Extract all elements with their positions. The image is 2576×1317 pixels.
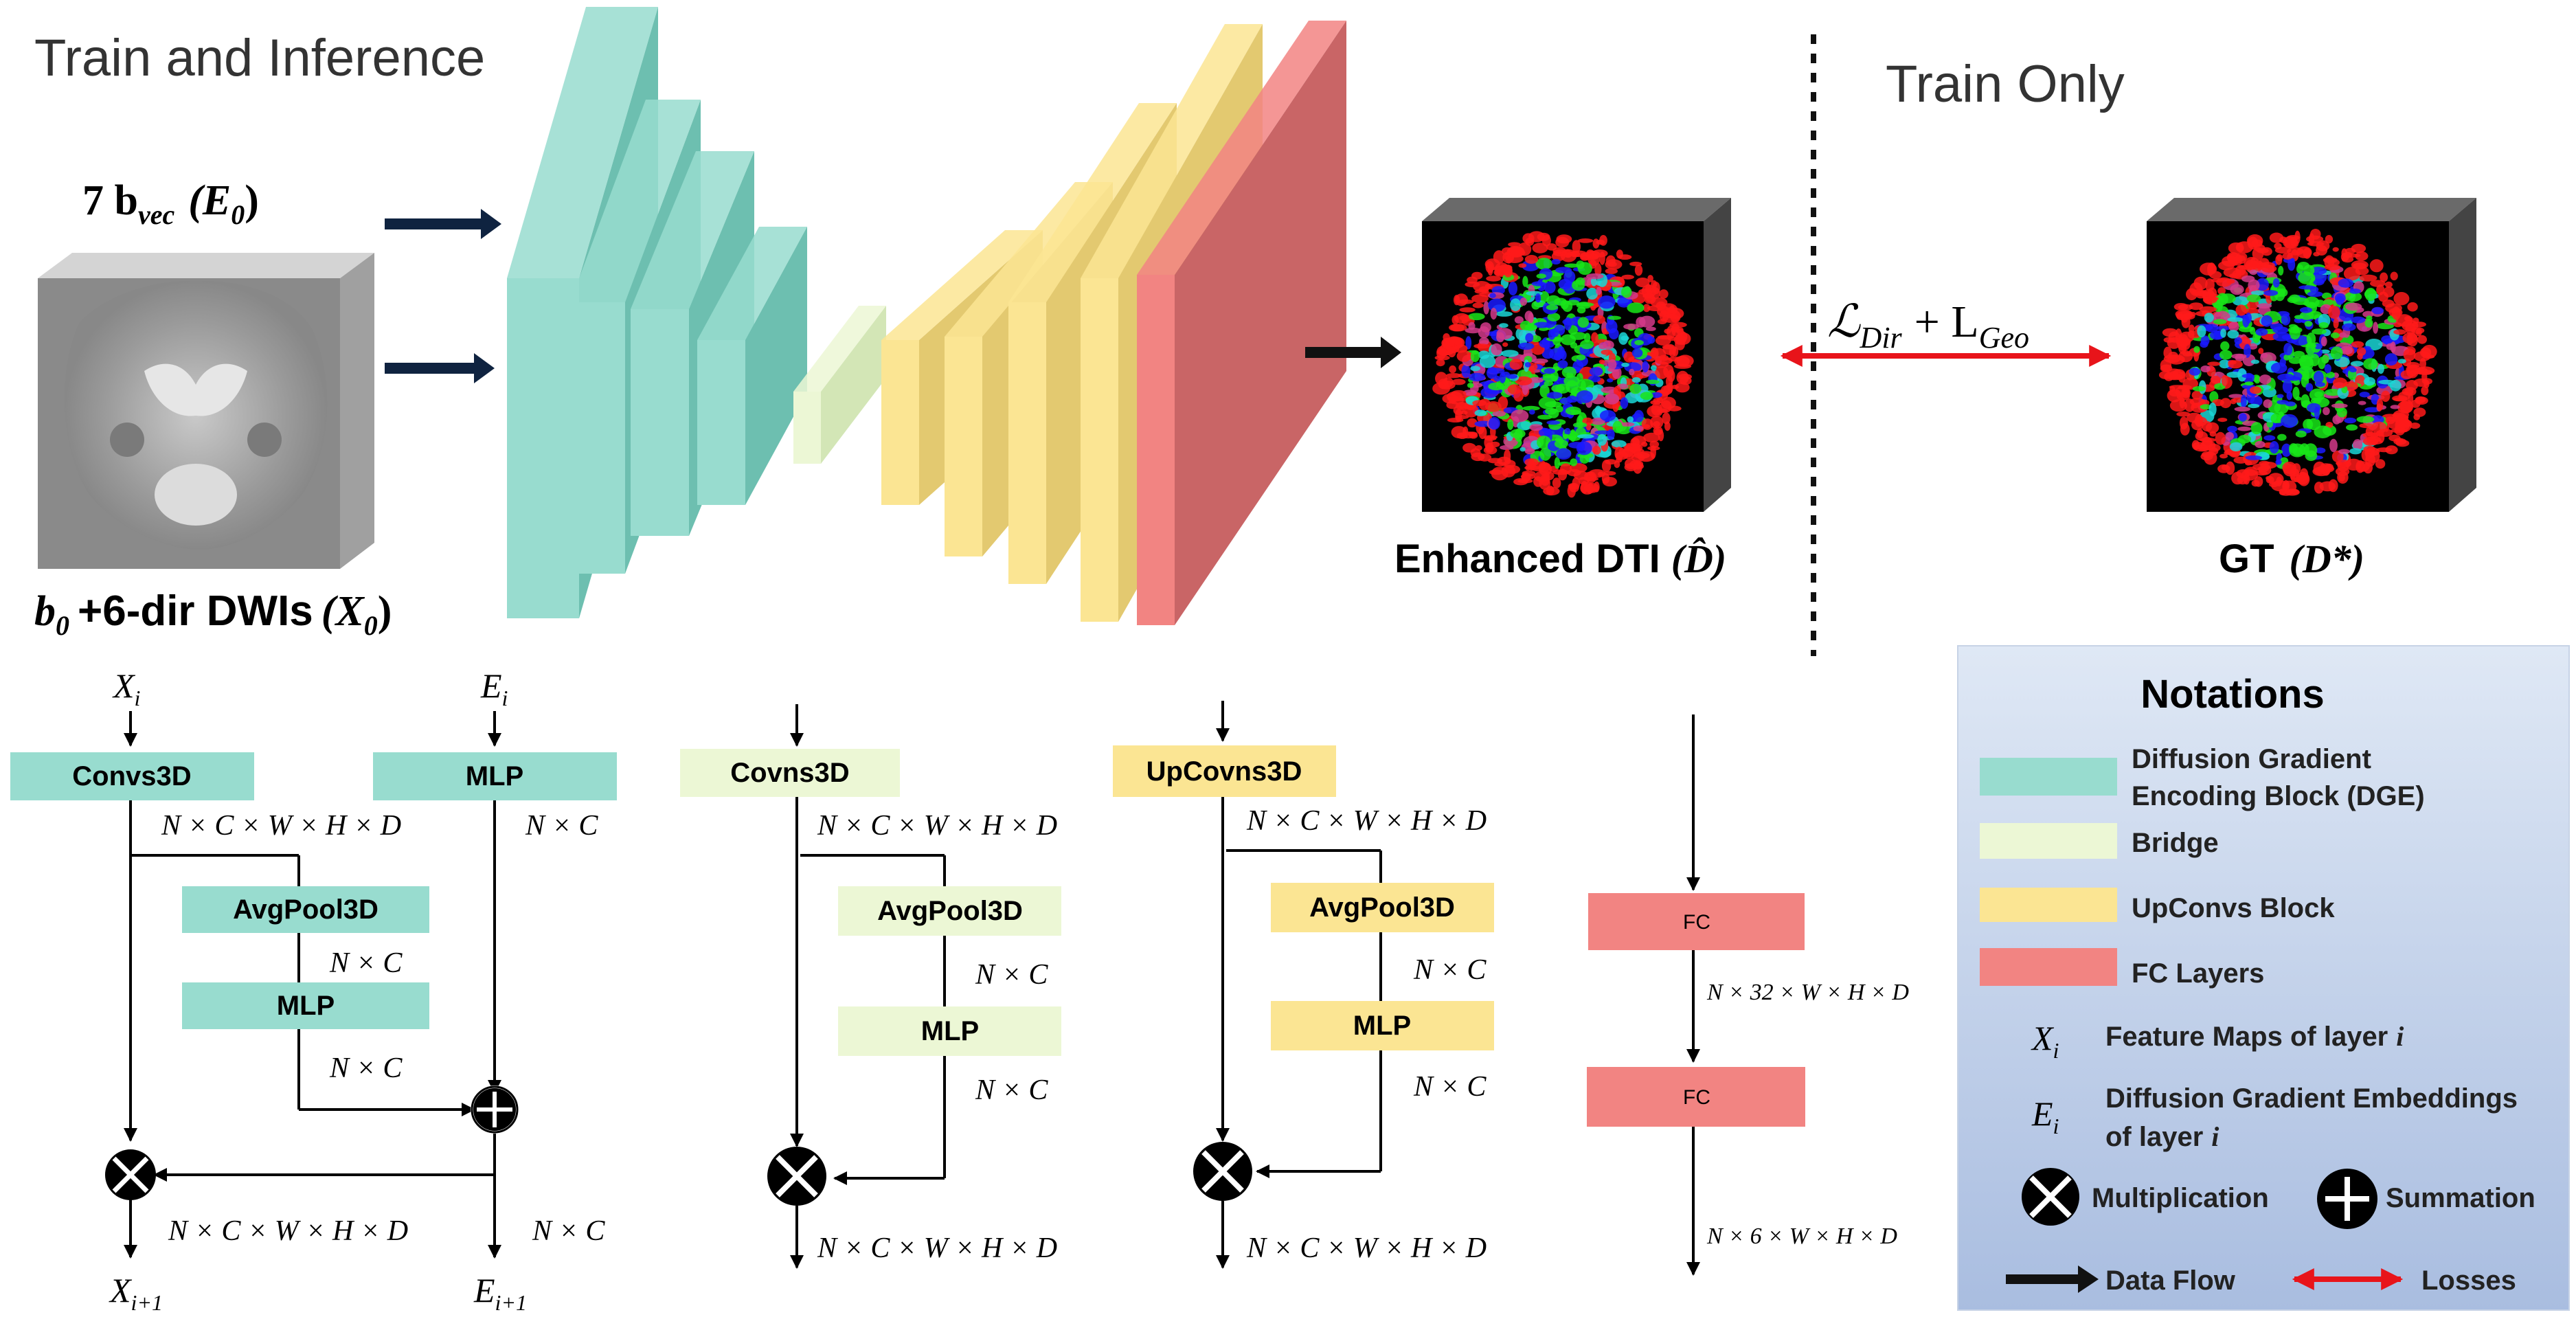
legend-summation: Summation bbox=[2386, 1183, 2535, 1213]
bridge-dim-mlp: N × C bbox=[975, 1074, 1048, 1106]
gt-label: GT(D*) bbox=[2219, 537, 2364, 581]
legend-swatch-fc bbox=[1980, 948, 2117, 986]
dge-avgpool-label: AvgPool3D bbox=[233, 894, 379, 925]
legend-flow-arrow bbox=[2006, 1265, 2099, 1293]
dge-mlp2-label: MLP bbox=[277, 991, 335, 1021]
dge-mlp-box bbox=[373, 752, 617, 800]
enhanced-dti-volume bbox=[1422, 198, 1731, 512]
legend-swatch-upconvs bbox=[1980, 888, 2117, 922]
bridge-avgpool-box bbox=[838, 886, 1061, 936]
dge-multiplication-icon bbox=[105, 1149, 156, 1200]
dge-dim-avgpool: N × C bbox=[329, 947, 403, 979]
bridge-layer bbox=[793, 306, 886, 464]
output-arrow bbox=[1305, 337, 1401, 368]
fc2-label: FC bbox=[1683, 1086, 1710, 1109]
dge-output-x: Xi+1 bbox=[109, 1271, 163, 1315]
legend-fc: FC Layers bbox=[2132, 958, 2264, 989]
dwi-input-label: b0+6-dir DWIs(X0) bbox=[34, 587, 392, 641]
bridge-block-detail bbox=[790, 704, 946, 1269]
upconv-mlp-label: MLP bbox=[1353, 1011, 1411, 1041]
upconv-avgpool-box bbox=[1271, 883, 1494, 932]
dge-mlp2-box bbox=[182, 982, 429, 1029]
bridge-dim-out: N × C × W × H × D bbox=[817, 1232, 1057, 1264]
fc-layer bbox=[1137, 21, 1346, 625]
dge-dim-mlp: N × C bbox=[525, 810, 598, 842]
dge-mlp-label: MLP bbox=[466, 761, 523, 791]
fc2-box bbox=[1587, 1067, 1805, 1127]
bridge-avgpool-label: AvgPool3D bbox=[877, 896, 1023, 926]
notations-panel: Notations Diffusion Gradient Encoding Bl… bbox=[1957, 645, 2570, 1311]
dge-dim-out-e: N × C bbox=[532, 1215, 605, 1247]
dge-dim-out-x: N × C × W × H × D bbox=[168, 1215, 408, 1247]
fc1-box bbox=[1588, 893, 1805, 950]
legend-multiplication-icon bbox=[2022, 1168, 2079, 1226]
bridge-mlp-box bbox=[838, 1006, 1061, 1056]
enhanced-dti-label: Enhanced DTI(D̂) bbox=[1394, 537, 1726, 581]
bridge-mlp-label: MLP bbox=[921, 1016, 979, 1046]
dwi-input-volume bbox=[38, 253, 374, 569]
loss-expression: ℒDir+ LGeo bbox=[1827, 297, 2029, 354]
unet-layer-stack bbox=[507, 7, 1346, 625]
notations-title: Notations bbox=[2140, 672, 2324, 717]
heading-train-only: Train Only bbox=[1886, 55, 2125, 113]
legend-swatch-bridge bbox=[1980, 823, 2117, 859]
legend-summation-icon bbox=[2317, 1169, 2377, 1229]
legend-swatch-dge bbox=[1980, 758, 2117, 796]
dge-layer-4 bbox=[697, 227, 807, 505]
dge-input-e: Ei bbox=[480, 666, 508, 710]
dge-output-e: Ei+1 bbox=[473, 1271, 527, 1315]
legend-bridge: Bridge bbox=[2132, 828, 2219, 858]
legend-xi-symbol: Xi bbox=[2031, 1019, 2059, 1063]
bridge-dim-avgpool: N × C bbox=[975, 959, 1048, 991]
dge-conv-box bbox=[10, 752, 254, 800]
legend-upconvs: UpConvs Block bbox=[2132, 893, 2335, 923]
legend-data-flow: Data Flow bbox=[2105, 1265, 2236, 1296]
upconv-dim-mlp: N × C bbox=[1413, 1071, 1487, 1103]
dge-conv-label: Convs3D bbox=[72, 761, 191, 791]
bridge-dim-conv: N × C × W × H × D bbox=[817, 810, 1057, 842]
dge-input-x: Xi bbox=[112, 666, 140, 710]
heading-train-inference: Train and Inference bbox=[34, 29, 485, 87]
legend-ei-desc1: Diffusion Gradient Embeddings bbox=[2105, 1083, 2518, 1114]
upconv-dim-out: N × C × W × H × D bbox=[1246, 1232, 1487, 1264]
upconv-mlp-box bbox=[1271, 1001, 1494, 1050]
dge-dim-mlp2: N × C bbox=[329, 1053, 403, 1084]
dge-block-detail bbox=[124, 711, 501, 1259]
ground-truth-volume bbox=[2147, 198, 2476, 512]
upconv-avgpool-label: AvgPool3D bbox=[1309, 892, 1455, 923]
fc-block-nodes: FC FC N × 32 × W × H × D N × 6 × W × H ×… bbox=[1587, 893, 1909, 1249]
fc-dim-out: N × 6 × W × H × D bbox=[1706, 1224, 1897, 1249]
upconv-conv-box bbox=[1113, 745, 1336, 797]
dge-dim-conv: N × C × W × H × D bbox=[161, 810, 401, 842]
bridge-conv-label: Covns3D bbox=[730, 758, 849, 788]
dge-block-nodes: Convs3D MLP AvgPool3D MLP Xi Ei N × C × … bbox=[10, 666, 617, 1315]
legend-losses: Losses bbox=[2421, 1265, 2516, 1296]
dge-summation-icon bbox=[471, 1085, 519, 1134]
upconv-block-nodes: UpCovns3D AvgPool3D MLP N × C × W × H × … bbox=[1113, 745, 1494, 1264]
upconv-conv-label: UpCovns3D bbox=[1146, 756, 1302, 787]
bridge-block-nodes: Covns3D AvgPool3D MLP N × C × W × H × D … bbox=[680, 749, 1061, 1264]
fc-dim-mid: N × 32 × W × H × D bbox=[1706, 980, 1909, 1005]
fc1-label: FC bbox=[1683, 911, 1710, 934]
legend-ei-symbol: Ei bbox=[2031, 1094, 2059, 1138]
upconv-block-detail bbox=[1216, 701, 1382, 1269]
legend-dge-line2: Encoding Block (DGE) bbox=[2132, 781, 2425, 811]
upconv-dim-conv: N × C × W × H × D bbox=[1246, 805, 1487, 837]
upconv-multiplication-icon bbox=[1193, 1142, 1252, 1201]
dge-avgpool-box bbox=[182, 886, 429, 933]
input-arrows bbox=[385, 209, 501, 383]
bridge-conv-box bbox=[680, 749, 900, 797]
legend-multiplication: Multiplication bbox=[2092, 1183, 2269, 1213]
bridge-multiplication-icon bbox=[767, 1147, 826, 1206]
legend-dge-line1: Diffusion Gradient bbox=[2132, 744, 2371, 774]
bvec-input-label: 7 bvec(E0) bbox=[82, 177, 259, 230]
upconv-dim-avgpool: N × C bbox=[1413, 954, 1487, 986]
